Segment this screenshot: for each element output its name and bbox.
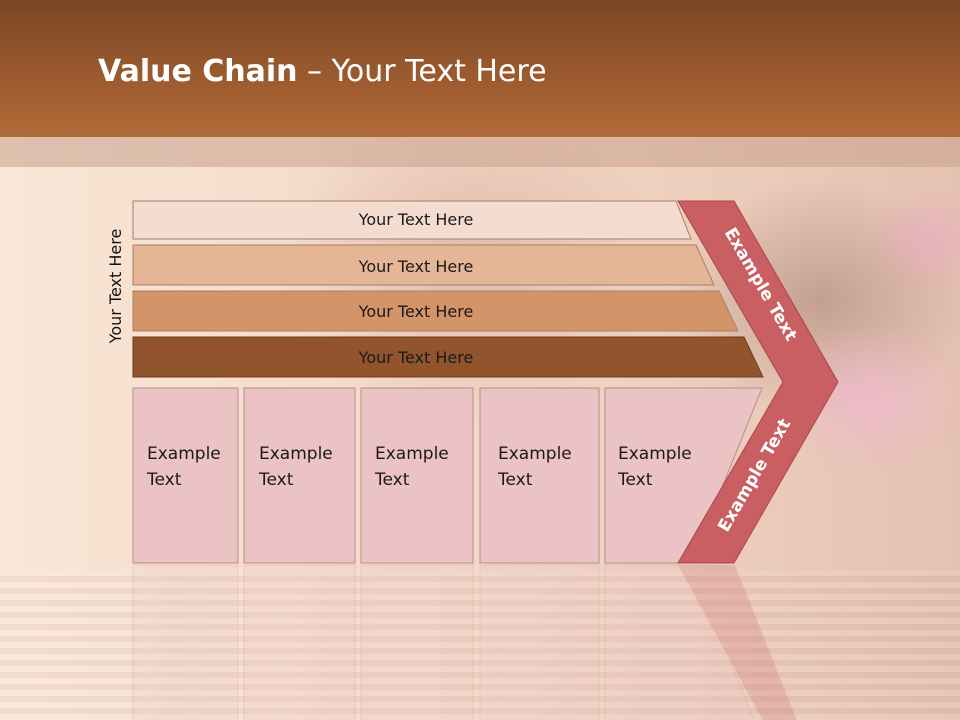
box-4-line1: Example	[498, 444, 572, 464]
bar-1	[132, 200, 692, 240]
box-1-line1: Example	[147, 444, 221, 464]
activity-box-1	[132, 387, 239, 564]
activity-box-3	[360, 387, 474, 564]
box-2-line2: Text	[258, 470, 294, 490]
activity-box-4	[479, 387, 600, 564]
bar-4	[132, 336, 764, 378]
bar-4-label: Your Text Here	[358, 348, 474, 367]
title-bold: Value Chain	[98, 54, 298, 89]
box-3-line2: Text	[374, 470, 410, 490]
bar-3-label: Your Text Here	[358, 302, 474, 321]
bar-2	[132, 244, 715, 286]
title-bar	[0, 0, 960, 137]
box-2-line1: Example	[259, 444, 333, 464]
margin-chevron	[677, 200, 839, 564]
bar-1-label: Your Text Here	[358, 210, 474, 229]
header-band	[0, 137, 960, 167]
title-rest: – Your Text Here	[297, 54, 547, 89]
slide-title: Value Chain – Your Text Here	[98, 54, 547, 89]
water-reflection	[0, 570, 960, 720]
box-1-line2: Text	[146, 470, 182, 490]
box-3-line1: Example	[375, 444, 449, 464]
bar-3	[132, 290, 739, 332]
reflection	[132, 564, 797, 720]
box-5-line1: Example	[618, 444, 692, 464]
box-5-line2: Text	[617, 470, 653, 490]
bar-2-label: Your Text Here	[358, 257, 474, 276]
box-4-line2: Text	[497, 470, 533, 490]
activity-box-2	[243, 387, 356, 564]
